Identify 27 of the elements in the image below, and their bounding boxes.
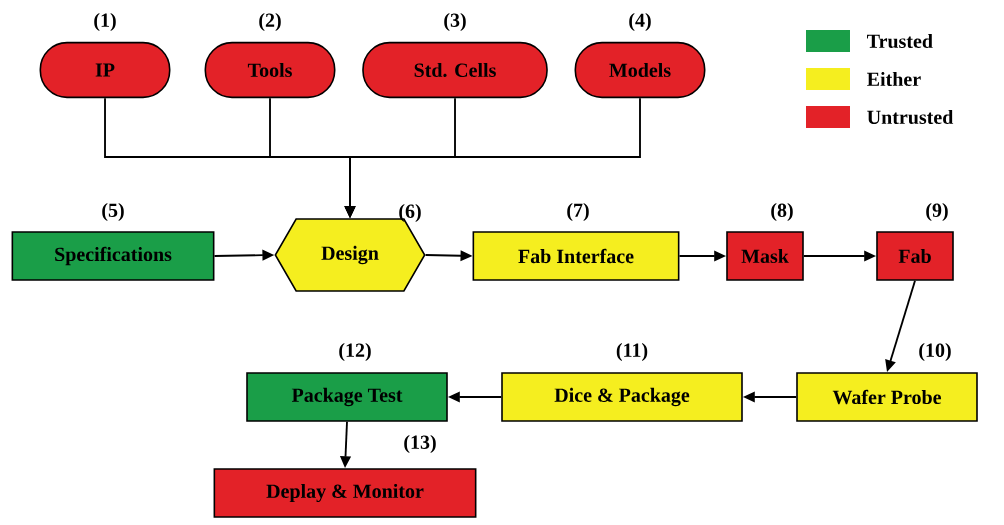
- step-number: (5): [102, 202, 124, 222]
- process-box: Wafer Probe: [796, 372, 978, 422]
- step-number: (10): [919, 342, 951, 362]
- process-box: Deplay & Monitor: [213, 468, 477, 518]
- rounded-box: Models: [574, 41, 706, 99]
- legend-label: Either: [867, 72, 921, 87]
- step-number: (7): [567, 202, 589, 222]
- step-number: (11): [616, 342, 648, 362]
- step-number: (4): [629, 12, 651, 32]
- process-box: Package Test: [246, 372, 448, 422]
- rounded-box: Std. Cells: [362, 41, 548, 99]
- rounded-box: IP: [39, 41, 171, 99]
- process-box: Fab Interface: [472, 231, 680, 281]
- process-box: Dice & Package: [501, 372, 743, 422]
- process-box: Mask: [726, 231, 804, 281]
- step-number: (8): [771, 202, 793, 222]
- process-box: Fab: [876, 231, 954, 281]
- step-number: (13): [404, 434, 436, 454]
- legend-label: Trusted: [867, 33, 933, 49]
- step-number: (9): [926, 202, 948, 222]
- step-number: (1): [94, 12, 116, 32]
- step-number: (2): [259, 12, 281, 32]
- rounded-box: Tools: [204, 41, 336, 99]
- step-number: (12): [339, 342, 371, 362]
- process-box: Specifications: [11, 231, 215, 281]
- legend-label: Untrusted: [867, 109, 954, 125]
- step-number: (3): [444, 12, 466, 32]
